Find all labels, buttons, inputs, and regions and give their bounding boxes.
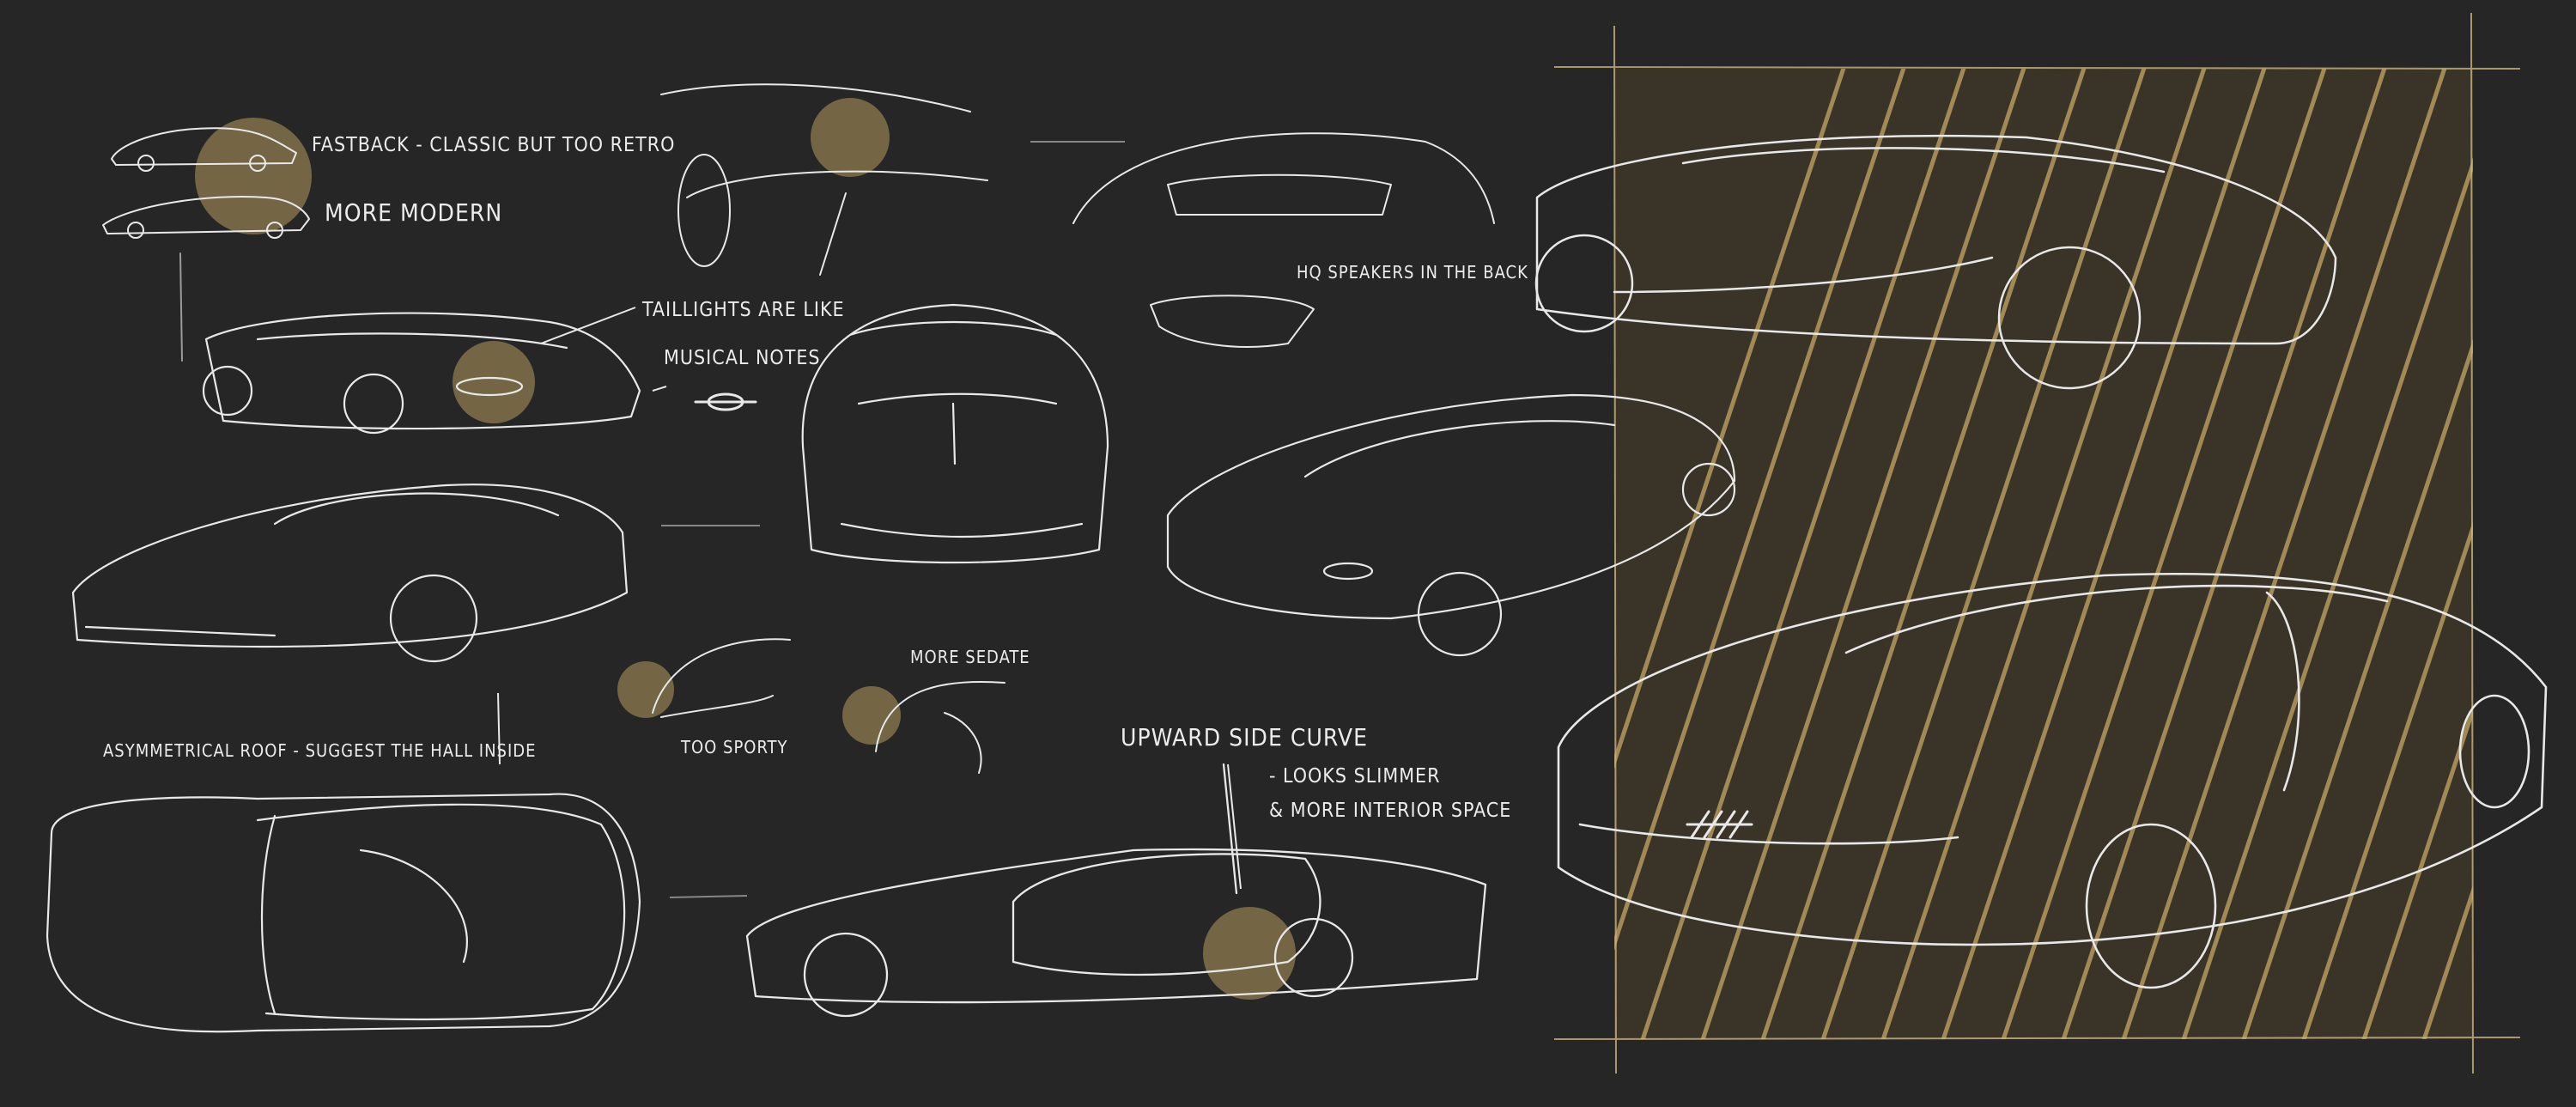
leader-lines (497, 141, 1242, 898)
sketch-hero-rear (1534, 134, 2337, 390)
sketch-rear-speakers (1072, 132, 1495, 348)
note-fastback: Fastback - classic but too retro (312, 134, 676, 156)
sketch-top-view (46, 793, 641, 1033)
sketch-modern-profile (102, 196, 310, 239)
note-taillights-2: musical notes (664, 347, 821, 369)
sketch-front-three-quarter (71, 484, 629, 663)
note-asymmetrical-roof: Asymmetrical roof - suggest the hall ins… (103, 740, 537, 761)
musical-note-taillight-icon (694, 392, 757, 411)
accent-panel (1553, 12, 2521, 1074)
highlight-dots (195, 98, 1296, 1000)
sketch-more-sedate (875, 680, 1005, 774)
note-too-sporty: Too sporty (681, 737, 788, 757)
sketch-hero-front (1557, 572, 2548, 989)
panel-hatch (1614, 69, 2473, 1039)
sketch-side-profile (745, 763, 1487, 1018)
sketch-rear-view (801, 303, 1109, 564)
note-speakers: HQ speakers in the back (1297, 262, 1528, 283)
sketch-taillight-detail (660, 83, 988, 276)
note-more-interior: & more interior space (1269, 800, 1512, 822)
sketch-front-three-quarter-mid (1166, 393, 1736, 657)
note-more-modern: More modern (325, 198, 503, 227)
note-more-sedate: More sedate (910, 647, 1030, 667)
sketch-too-sporty (652, 638, 791, 718)
note-upward-side-curve: Upward side curve (1121, 723, 1369, 751)
note-taillights-1: Taillights are like (642, 299, 845, 321)
note-looks-slimmer: - Looks slimmer (1269, 765, 1441, 788)
sketch-rear-three-quarter (202, 312, 641, 435)
sketch-fastback-profile (111, 127, 297, 172)
grille-emblem-icon (1686, 810, 1753, 839)
